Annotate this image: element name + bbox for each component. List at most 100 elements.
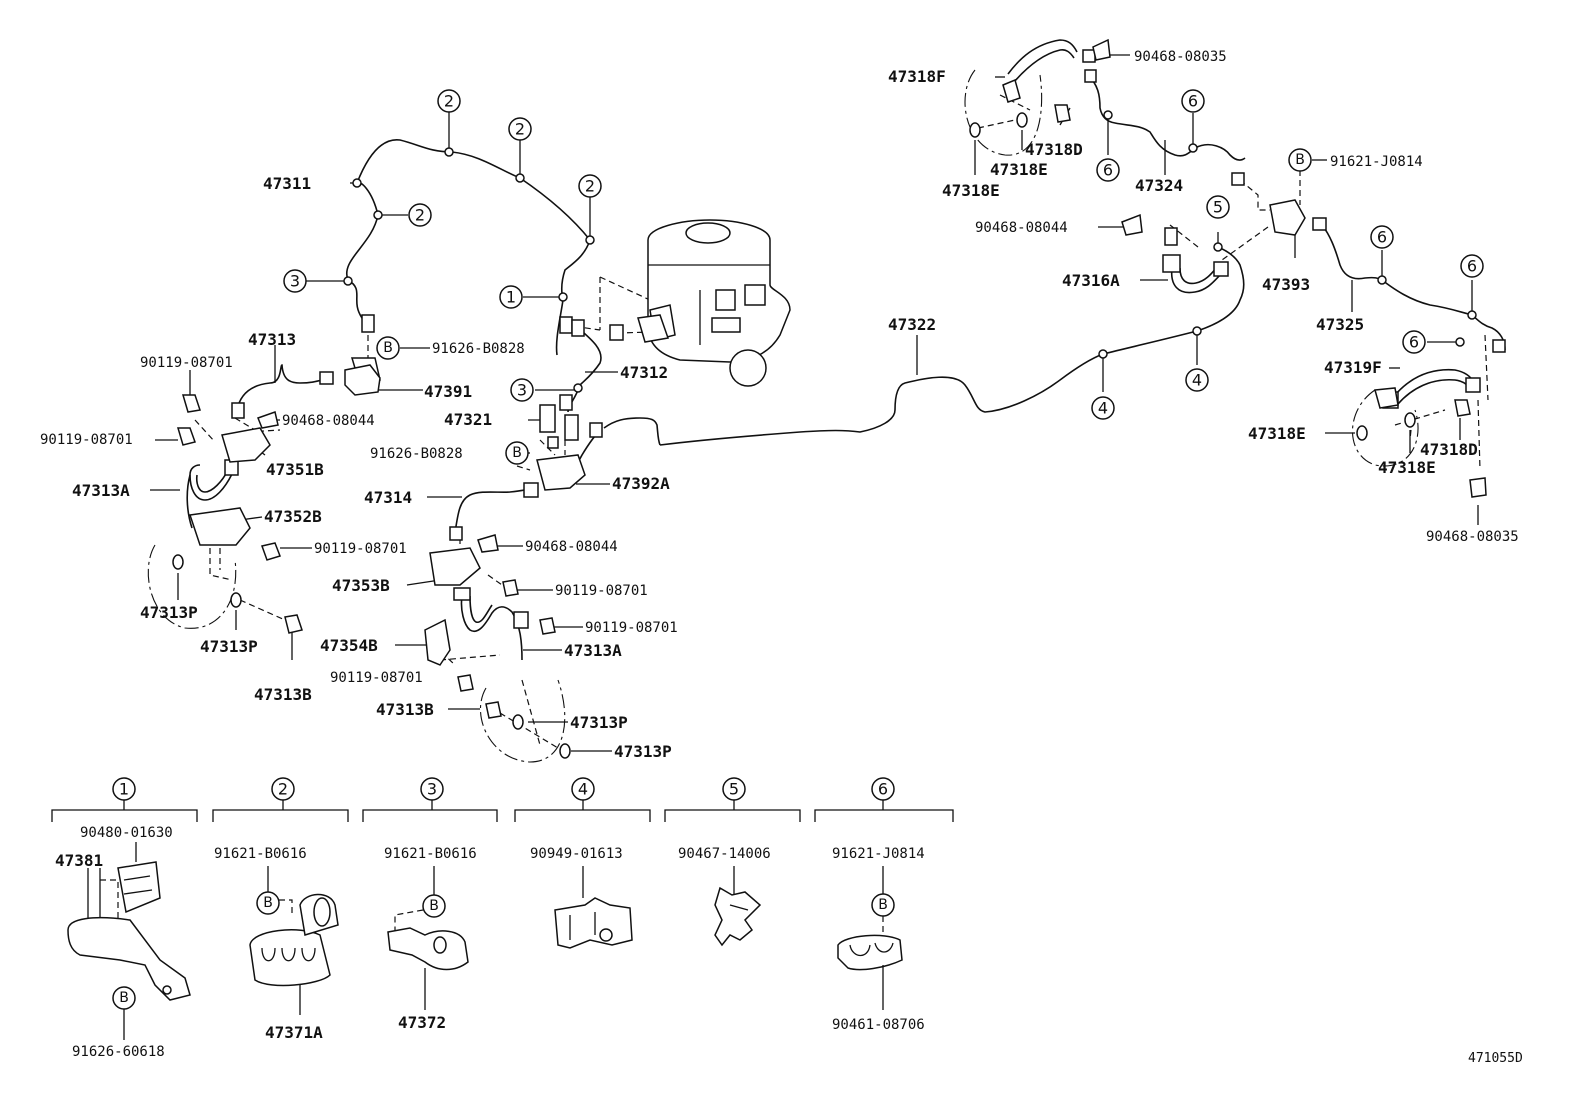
detail-2: 2 91621-B0616 B 47371A xyxy=(214,777,339,1042)
svg-text:4: 4 xyxy=(1098,399,1108,418)
brake-pipes xyxy=(186,39,1506,661)
label-47354b: 47354B xyxy=(320,636,378,655)
figure-code: 471055D xyxy=(1468,1051,1523,1066)
label-47318e-b: 47318E xyxy=(942,181,1000,200)
detail-6-top-label: 91621-J0814 xyxy=(832,846,925,862)
marker-6: 6 xyxy=(1370,225,1394,249)
svg-text:5: 5 xyxy=(1213,198,1223,217)
detail-5: 5 90467-14006 xyxy=(678,777,771,947)
marker-b: B xyxy=(376,336,400,360)
label-47313: 47313 xyxy=(248,330,296,349)
clips xyxy=(257,38,1487,553)
label-47322: 47322 xyxy=(888,315,936,334)
label-91621-j0814-a: 91621-J0814 xyxy=(1330,154,1423,170)
detail-3: 3 91621-B0616 B 47372 xyxy=(384,777,477,1032)
marker-4: 4 xyxy=(1185,368,1209,392)
detail-3-bottom-label: 47372 xyxy=(398,1013,446,1032)
marker-6: 6 xyxy=(1460,254,1484,278)
label-47313b-b: 47313B xyxy=(376,700,434,719)
label-47311: 47311 xyxy=(263,174,311,193)
detail-4: 4 90949-01613 xyxy=(530,777,633,949)
marker-6: 6 xyxy=(1402,330,1426,354)
marker-4: 4 xyxy=(1091,396,1115,420)
detail-5-number: 5 xyxy=(729,780,739,799)
marker-2: 2 xyxy=(437,89,461,113)
marker-6: 6 xyxy=(1181,89,1205,113)
detail-3-top-label: 91621-B0616 xyxy=(384,846,477,862)
label-90119-08701-c: 90119-08701 xyxy=(314,541,407,557)
label-47313a-b: 47313A xyxy=(564,641,622,660)
label-90119-08701-f: 90119-08701 xyxy=(330,670,423,686)
svg-text:6: 6 xyxy=(1103,161,1113,180)
marker-5: 5 xyxy=(1206,195,1230,219)
detail-6: 6 91621-J0814 B 90461-08706 xyxy=(832,777,925,1033)
detail-1-left-label: 47381 xyxy=(55,851,103,870)
assembly-dashed-lines xyxy=(194,94,1489,749)
label-47318e-a: 47318E xyxy=(990,160,1048,179)
part-number-labels: 47311 47313 90119-08701 90119-08701 9162… xyxy=(40,49,1519,761)
detail-1-bottom-label: 91626-60618 xyxy=(72,1044,165,1060)
svg-text:6: 6 xyxy=(1377,228,1387,247)
label-91626-b0828-b: 91626-B0828 xyxy=(370,446,463,462)
svg-text:B: B xyxy=(383,340,393,356)
detail-2-top-label: 91621-B0616 xyxy=(214,846,307,862)
label-47392a: 47392A xyxy=(612,474,670,493)
marker-3: 3 xyxy=(510,378,534,402)
label-47313p-d: 47313P xyxy=(614,742,672,761)
label-47313p-b: 47313P xyxy=(200,637,258,656)
label-91626-b0828-a: 91626-B0828 xyxy=(432,341,525,357)
detail-5-top-label: 90467-14006 xyxy=(678,846,771,862)
label-90119-08701-a: 90119-08701 xyxy=(140,355,233,371)
detail-3-bolt-marker: B xyxy=(429,898,439,914)
label-47313b-a: 47313B xyxy=(254,685,312,704)
master-cylinder xyxy=(647,219,791,387)
label-47391: 47391 xyxy=(424,382,472,401)
svg-text:2: 2 xyxy=(415,206,425,225)
detail-1: 1 90480-01630 47381 91626-60618 B xyxy=(55,777,191,1060)
circled-markers: 2 2 2 2 3 3 1 4 4 5 6 6 6 6 6 B B B xyxy=(283,89,1484,465)
label-47313p-c: 47313P xyxy=(570,713,628,732)
label-47312: 47312 xyxy=(620,363,668,382)
components xyxy=(172,38,1506,759)
label-leader-lines xyxy=(150,54,1479,752)
label-90468-08044-a: 90468-08044 xyxy=(282,413,375,429)
label-47393: 47393 xyxy=(1262,275,1310,294)
detail-1-number: 1 xyxy=(119,780,129,799)
label-90468-08035-b: 90468-08035 xyxy=(1426,529,1519,545)
label-47313p-a: 47313P xyxy=(140,603,198,622)
marker-6: 6 xyxy=(1096,158,1120,182)
detail-4-number: 4 xyxy=(578,780,588,799)
label-47313a-a: 47313A xyxy=(72,481,130,500)
detail-1-top-label: 90480-01630 xyxy=(80,825,173,841)
label-47318d-a: 47318D xyxy=(1025,140,1083,159)
svg-text:4: 4 xyxy=(1192,371,1202,390)
label-47318e-d: 47318E xyxy=(1378,458,1436,477)
detail-6-bottom-label: 90461-08706 xyxy=(832,1017,925,1033)
label-47318e-c: 47318E xyxy=(1248,424,1306,443)
svg-text:2: 2 xyxy=(444,92,454,111)
svg-text:1: 1 xyxy=(506,288,516,307)
marker-1: 1 xyxy=(499,285,523,309)
detail-2-number: 2 xyxy=(278,780,288,799)
label-90468-08035-a: 90468-08035 xyxy=(1134,49,1227,65)
svg-text:6: 6 xyxy=(1409,333,1419,352)
label-47351b: 47351B xyxy=(266,460,324,479)
label-47325: 47325 xyxy=(1316,315,1364,334)
svg-text:B: B xyxy=(1295,152,1305,168)
label-47316a: 47316A xyxy=(1062,271,1120,290)
label-47353b: 47353B xyxy=(332,576,390,595)
svg-text:3: 3 xyxy=(517,381,527,400)
label-47318f: 47318F xyxy=(888,67,946,86)
svg-text:B: B xyxy=(512,445,522,461)
label-47319f: 47319F xyxy=(1324,358,1382,377)
brackets xyxy=(189,199,1399,666)
label-47318d-b: 47318D xyxy=(1420,440,1478,459)
detail-2-bolt-marker: B xyxy=(263,895,273,911)
label-90119-08701-d: 90119-08701 xyxy=(555,583,648,599)
marker-3: 3 xyxy=(283,269,307,293)
label-47324: 47324 xyxy=(1135,176,1183,195)
marker-b: B xyxy=(1288,148,1312,172)
detail-6-number: 6 xyxy=(878,780,888,799)
